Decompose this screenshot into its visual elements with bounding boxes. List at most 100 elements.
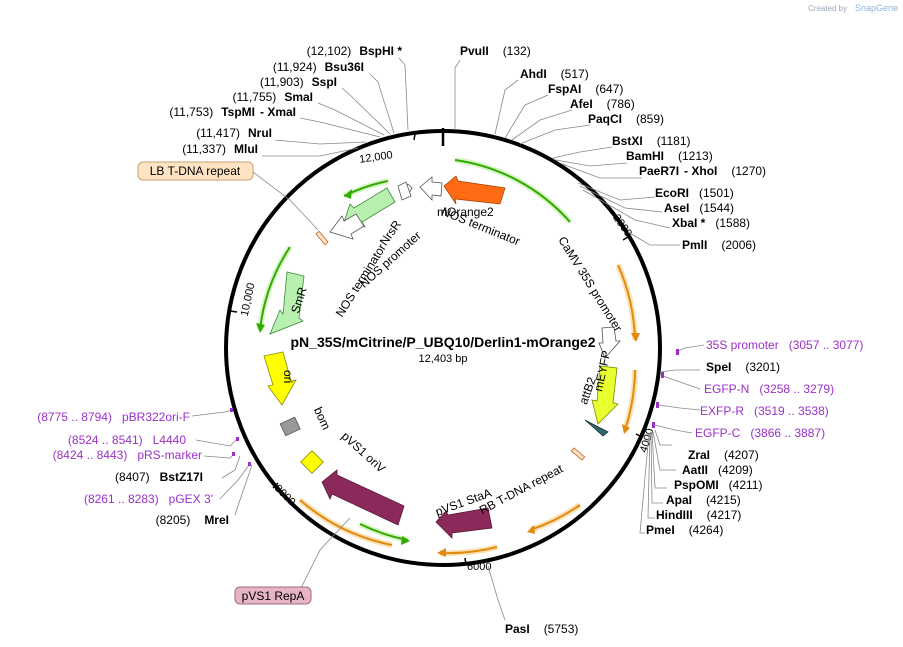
site-name: ApaI bbox=[666, 493, 692, 507]
sites-right: PvuII(132) AhdI(517) FspAI(647) AfeI(786… bbox=[460, 44, 780, 636]
svg-text:AatII(4209): AatII(4209) bbox=[682, 463, 753, 477]
primer-labels: 35S promoter (3057 .. 3077) EGFP-N(3258 .… bbox=[37, 338, 863, 506]
sites-top-left: (12,102)BspHI * (11,924)Bsu36I (11,903)S… bbox=[169, 44, 402, 156]
svg-text:(11,924)Bsu36I: (11,924)Bsu36I bbox=[273, 60, 364, 74]
site-name: AfeI bbox=[570, 97, 593, 111]
feature-shapes bbox=[263, 175, 621, 539]
site-pos: (1588) bbox=[715, 216, 750, 230]
site-pos: (4217) bbox=[707, 508, 742, 522]
primer-range: (3258 .. 3279) bbox=[759, 382, 834, 396]
site-pos: (2006) bbox=[721, 238, 756, 252]
primer-range: (8524 .. 8541) bbox=[68, 433, 143, 447]
site-pos: (11,337) bbox=[182, 142, 226, 156]
svg-text:(11,417)NruI: (11,417)NruI bbox=[196, 126, 272, 140]
label-ori: ori bbox=[281, 370, 295, 383]
svg-text:ZraI(4207): ZraI(4207) bbox=[688, 448, 759, 462]
label-rb-tdna-repeat: RB T-DNA repeat bbox=[477, 461, 566, 517]
primer-markers bbox=[230, 349, 679, 466]
svg-text:AhdI(517): AhdI(517) bbox=[520, 67, 589, 81]
feature-nos-terminator-top-arrow bbox=[419, 176, 443, 202]
svg-text:ApaI(4215): ApaI (4215) bbox=[666, 493, 741, 507]
site-pos: (3201) bbox=[745, 360, 780, 374]
label-camv35s-promoter: CaMV 35S promoter bbox=[555, 234, 625, 334]
feature-lb-tdna-marker bbox=[315, 230, 329, 246]
site-name: BstXI bbox=[612, 134, 643, 148]
label-lb-tdna-repeat: LB T-DNA repeat bbox=[150, 164, 241, 178]
site-pos: (1213) bbox=[678, 149, 713, 163]
site-pos: (859) bbox=[636, 112, 664, 126]
primer-range: (3057 .. 3077) bbox=[789, 338, 864, 352]
feature-meyfp-arrow bbox=[591, 365, 619, 425]
site-pos: (786) bbox=[607, 97, 635, 111]
created-by-text: Created by bbox=[808, 4, 847, 13]
site-name: PspOMI bbox=[674, 478, 719, 492]
tick-label-10000: 10,000 bbox=[239, 282, 258, 317]
svg-text:PaeR7I- XhoI(1270): PaeR7I- XhoI(1270) bbox=[639, 164, 766, 178]
svg-text:PmeI(4264): PmeI(4264) bbox=[646, 523, 723, 537]
tick-label-6000: 6000 bbox=[467, 561, 491, 573]
site-name: MreI bbox=[204, 513, 229, 527]
site-name: PmlI bbox=[682, 238, 707, 252]
feature-ori-arrow bbox=[263, 351, 297, 406]
site-pos: (4211) bbox=[729, 478, 763, 492]
svg-text:(8407)BstZ17I: (8407)BstZ17I bbox=[115, 470, 203, 484]
site-pos: (132) bbox=[503, 44, 531, 58]
label-nos-terminator-left: NOS terminator bbox=[333, 241, 389, 319]
feature-pvs1-oriv-box bbox=[300, 450, 324, 474]
primer-name: pRS-marker bbox=[137, 448, 202, 462]
primer-name: pBR322ori-F bbox=[122, 410, 190, 424]
feature-nos-terminator-left-arrow bbox=[329, 213, 365, 240]
site-name: PaeR7I bbox=[639, 164, 679, 178]
site-name: BstZ17I bbox=[160, 470, 203, 484]
svg-text:(11,903)SspI: (11,903) SspI bbox=[260, 75, 337, 89]
svg-text:(11,337)MluI: (11,337) MluI bbox=[182, 142, 258, 156]
primer-name: EGFP-C bbox=[695, 426, 741, 440]
primer-range: (8775 .. 8794) bbox=[37, 410, 112, 424]
site-pos: (11,755) bbox=[233, 90, 277, 104]
site-name: SmaI bbox=[284, 90, 313, 104]
leader-lines bbox=[191, 57, 705, 621]
site-name: PasI bbox=[505, 622, 530, 636]
site-name: EcoRI bbox=[655, 186, 689, 200]
svg-text:AfeI(786): AfeI (786) bbox=[570, 97, 635, 111]
site-pos: (11,753) bbox=[169, 105, 213, 119]
svg-text:XbaI *(1588): XbaI * (1588) bbox=[672, 216, 750, 230]
boxed-feature-lb-tdna: LB T-DNA repeat bbox=[137, 161, 254, 181]
site-pos: (4209) bbox=[718, 463, 753, 477]
site-name: AhdI bbox=[520, 67, 547, 81]
svg-text:EGFP-N(3258 .. 3279): EGFP-N(3258 .. 3279) bbox=[704, 382, 834, 396]
feature-attb2-marker bbox=[584, 419, 609, 437]
site-name: NruI bbox=[248, 126, 272, 140]
svg-text:PasI(5753): PasI(5753) bbox=[505, 622, 578, 636]
svg-text:SpeI(3201): SpeI(3201) bbox=[706, 360, 780, 374]
site-pos: (11,903) bbox=[260, 75, 304, 89]
site-name: BamHI bbox=[626, 149, 664, 163]
site-pos: (4215) bbox=[706, 493, 741, 507]
site-name: MluI bbox=[234, 142, 258, 156]
primer-range: (8424 .. 8443) bbox=[53, 448, 128, 462]
svg-text:PaqCI(859): PaqCI(859) bbox=[588, 112, 664, 126]
site-name: Bsu36I bbox=[325, 60, 364, 74]
svg-text:(8261 .. 8283)pGEX 3': (8261 .. 8283)pGEX 3' bbox=[84, 492, 213, 506]
site-extra: - XmaI bbox=[260, 105, 296, 119]
primer-name: 35S promoter bbox=[706, 338, 779, 352]
feature-pvs1-staa-arrow bbox=[435, 507, 493, 539]
orf-arc-right-lower bbox=[622, 369, 638, 431]
snapgene-watermark: Created by SnapGene bbox=[808, 3, 898, 13]
orf-arcs bbox=[256, 157, 640, 557]
svg-text:(8524 .. 8541)L4440: (8524 .. 8541)L4440 bbox=[68, 433, 186, 447]
primer-range: (3519 .. 3538) bbox=[754, 404, 829, 418]
primer-name: EXFP-R bbox=[700, 404, 744, 418]
plasmid-length: 12,403 bp bbox=[419, 353, 468, 365]
site-name: TspMI bbox=[221, 105, 255, 119]
svg-text:(8424 .. 8443)pRS-marker: (8424 .. 8443) pRS-marker bbox=[53, 448, 202, 462]
svg-text:PvuII(132): PvuII(132) bbox=[460, 44, 531, 58]
site-name: HindIII bbox=[656, 508, 693, 522]
site-name: XbaI * bbox=[672, 216, 706, 230]
svg-text:(8775 .. 8794)pBR322ori-F: (8775 .. 8794) pBR322ori-F bbox=[37, 410, 190, 424]
orf-arc-bottom-right bbox=[529, 502, 582, 533]
site-name: SspI bbox=[312, 75, 337, 89]
label-pvs1-oriv: pVS1 oriV bbox=[339, 429, 389, 476]
svg-text:PspOMI(4211): PspOMI (4211) bbox=[674, 478, 762, 492]
